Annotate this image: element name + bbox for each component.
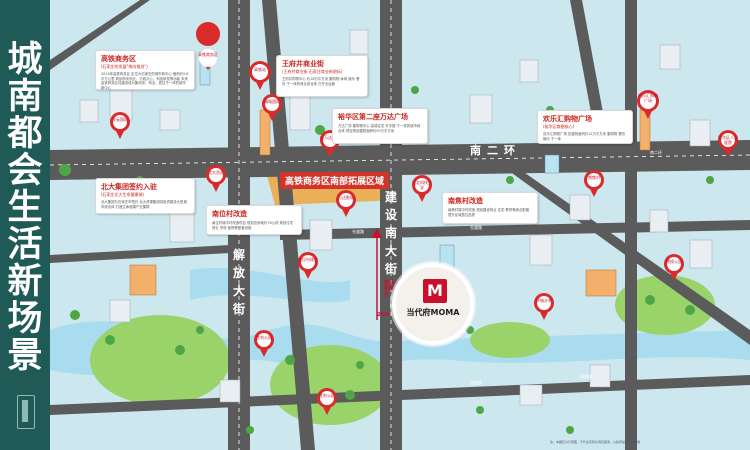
pin-label: 胜利公园 (256, 335, 272, 340)
pin-label: 祥云国际 (112, 117, 128, 122)
sidebar: 城南都会生活新场景 (0, 0, 50, 450)
callout-body: 2014年高铁商务区 定位为石家庄的城市新中心 面积约5.8平方公里 规划商务商… (101, 72, 189, 90)
callout-body: 欢乐汇购物广场 总建筑面积约12万平方米 集购物 餐饮 娱乐 于一体 (543, 132, 626, 141)
pin-ring-water[interactable] (534, 293, 554, 320)
pin-shengli-2[interactable] (317, 388, 337, 415)
pin-label: 环城水系 (536, 298, 552, 303)
pin-label: 胜利公园 (319, 393, 335, 398)
pin-hospital[interactable] (718, 130, 738, 157)
road-label-minor: 园盛路 (580, 374, 592, 379)
road-label-minor: 南二环 (650, 150, 662, 155)
park-area (470, 322, 550, 358)
city-map: 高铁商务区 高铁站 祥云国际 瑞城国际 欢乐汇购物广场 北大资源 新万达广场 河… (49, 0, 750, 450)
road-label-south-second-ring: 南二环 (470, 144, 521, 157)
map-disclaimer: 注：本图仅为示意图，不代表实际比例及距离，以政府最终规划为准 (550, 440, 641, 444)
callout-subtitle: (石家庄的发展"南向推进") (101, 64, 148, 69)
pin-station[interactable] (249, 61, 271, 90)
callout-wangfujing[interactable]: 王府井商业街 (王府井商业街 石家庄商业新地标) 王府井购物中心 约18万平方米… (276, 55, 368, 97)
callout-yuhua[interactable]: 裕华区第二座万达广场 万达广场 集购物中心 高端住宅 写字楼 于一体的城市综合体… (332, 108, 428, 144)
region-label: 高铁商务区南部拓展区域 (280, 172, 390, 189)
road-diagonal-right (480, 150, 750, 345)
map-canvas (49, 0, 750, 450)
pin-label: 新万达广场 (320, 135, 340, 140)
pin-label: 河北科技大学 (412, 180, 432, 190)
road-label-jiefang: 解放大街 (232, 248, 245, 316)
road-label-minor: 仓盛路 (352, 229, 364, 234)
buildings (79, 29, 713, 406)
callout-subtitle: (裕华区商圈核心) (543, 124, 575, 129)
callout-subtitle: (王府井商业街 石家庄商业新地标) (282, 69, 343, 74)
callout-body: 南焦村城中村改造 规划建设商业 住宅 教育等综合配套 提升区域居住品质 (448, 208, 530, 217)
pin-huanle[interactable] (637, 90, 659, 119)
callout-beida[interactable]: 北大集团签约入驻 (石家庄北大生命健康城) 北大集团与石家庄市签约 北大资源集团… (95, 178, 195, 214)
pin-xiangyun[interactable] (110, 112, 130, 139)
pin-beida[interactable] (206, 165, 226, 192)
road-minor (50, 245, 230, 263)
callout-title: 北大集团签约入驻 (101, 183, 157, 191)
callout-title: 高铁商务区 (101, 55, 136, 63)
road-label-minor: 仓盛路 (470, 225, 482, 230)
callout-title: 王府井商业街 (282, 60, 324, 68)
brand-logo-icon (17, 395, 35, 429)
pin-label: 万达影城 (338, 195, 354, 200)
pin-label: 瑞城国际 (264, 99, 280, 104)
road-label-jianshe: 建设南大街 (384, 190, 397, 276)
callout-body: 万达广场 集购物中心 高端住宅 写字楼 于一体的城市综合体 项目规划建筑面积约5… (338, 124, 421, 133)
pin-label: 高铁商务区 (198, 52, 218, 57)
pin-cinema[interactable] (336, 190, 356, 217)
callout-body: 王府井购物中心 约18万平方米 集购物 休闲 娱乐 餐饮 于一体的商业综合体 已… (282, 77, 360, 86)
pin-label: 裕华区人民医院 (718, 135, 738, 145)
pin-label: 德成公园 (666, 259, 682, 264)
pin-label: 南焦村 (588, 175, 600, 180)
callout-title: 欢乐汇购物广场 (543, 115, 592, 123)
distance-value: 2KM (377, 312, 390, 318)
callout-title: 南焦村改造 (448, 197, 483, 205)
callout-huanle[interactable]: 欢乐汇购物广场 (裕华区商圈核心) 欢乐汇购物广场 总建筑面积约12万平方米 集… (537, 110, 633, 144)
pin-hebei-sci[interactable] (412, 175, 432, 202)
pin-label: 南位村改造 (298, 257, 318, 262)
pin-label: 北大资源 (208, 170, 224, 175)
pin-shengli[interactable] (254, 330, 274, 357)
callout-title: 裕华区第二座万达广场 (338, 113, 408, 121)
project-logo-icon: M (423, 279, 447, 303)
pin-ruicheng[interactable] (262, 94, 282, 121)
pin-nanwei[interactable] (298, 252, 318, 279)
callout-gaotie[interactable]: 高铁商务区 (石家庄的发展"南向推进") 2014年高铁商务区 定位为石家庄的城… (95, 50, 195, 90)
road-northwest (50, 0, 150, 70)
pin-label: 欢乐汇购物广场 (638, 93, 658, 103)
pin-label: 高铁站 (254, 67, 266, 72)
road-label-minor: 园盛路 (470, 380, 482, 385)
park-area (90, 315, 230, 405)
callout-nanwei[interactable]: 南位村改造 南位村城中村改造项目 规划总用地约78公顷 规划住宅 商业 学校 医… (206, 205, 302, 235)
callout-title: 南位村改造 (212, 210, 247, 218)
project-name: 当代府MOMA (406, 308, 460, 317)
project-badge[interactable]: M 当代府MOMA (392, 263, 474, 345)
pin-nanjiao[interactable] (584, 170, 604, 197)
distance-arrow (372, 228, 382, 320)
distance-label: 直线距离约 (384, 280, 395, 298)
road-yuansheng (50, 375, 750, 415)
sidebar-title: 城南都会生活新场景 (7, 40, 43, 376)
pin-decheng[interactable] (664, 254, 684, 281)
road-cangsheng (280, 220, 750, 240)
callout-body: 北大集团与石家庄市签约 北大资源集团将投资建设大型城市综合体 打造生命健康产业集… (101, 200, 187, 209)
callout-subtitle: (石家庄北大生命健康城) (101, 192, 145, 197)
callout-body: 南位村城中村改造项目 规划总用地约78公顷 规划住宅 商业 学校 医院等配套设施 (212, 221, 294, 230)
callout-nanjiao[interactable]: 南焦村改造 南焦村城中村改造 规划建设商业 住宅 教育等综合配套 提升区域居住品… (442, 192, 538, 224)
pin-gaotie[interactable] (196, 22, 221, 70)
